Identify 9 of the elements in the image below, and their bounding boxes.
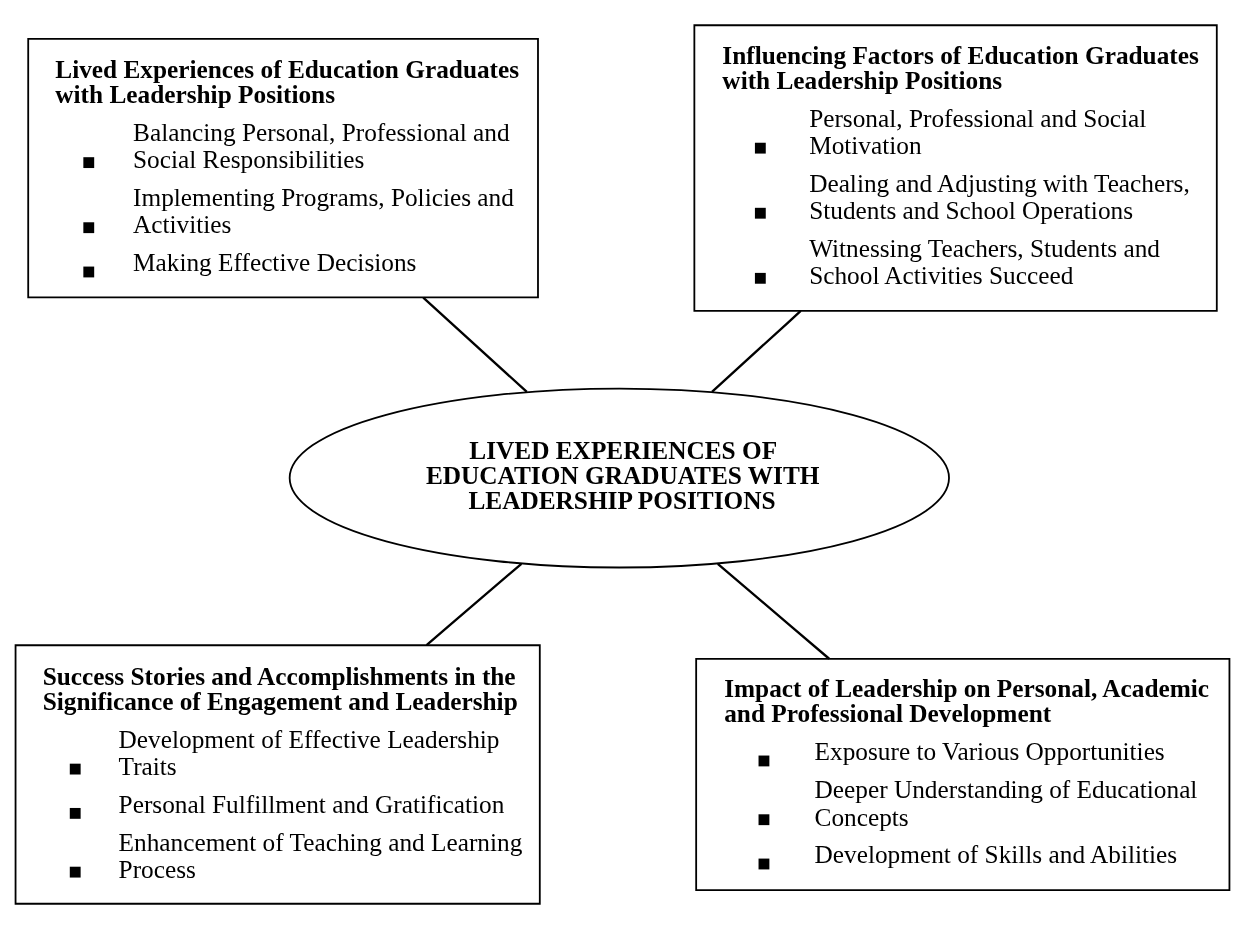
connector xyxy=(711,310,802,393)
node-box: Success Stories and Accomplishments in the Significance of Engagement and Leadership Development of Effective Leadership Traits Personal Fulfillment and Gratification Enhancement of Teaching and Learning Process xyxy=(14,644,541,905)
node-ellipse: LIVED EXPERIENCES OF EDUCATION GRADUATES WITH LEADERSHIP POSITIONS xyxy=(288,387,950,569)
node-box: Influencing Factors of Education Graduates with Leadership Positions Personal, Professional and Social Motivation Dealing and Adjusting with Teachers, Students and School Operations Witnessing Teachers, Students and School Activities Succeed xyxy=(693,24,1218,312)
node-box: Lived Experiences of Education Graduates with Leadership Positions Balancing Personal, Professional and Social Responsibilities Implementing Programs, Policies and Activities Making Effective Decisions xyxy=(27,37,539,299)
connector xyxy=(717,562,830,660)
connector xyxy=(422,296,528,393)
node-box: Impact of Leadership on Personal, Academic and Professional Development Exposure to Various Opportunities Deeper Understanding of Educational Concepts Development of Skills and Abilities xyxy=(695,657,1231,892)
connector xyxy=(425,562,523,646)
